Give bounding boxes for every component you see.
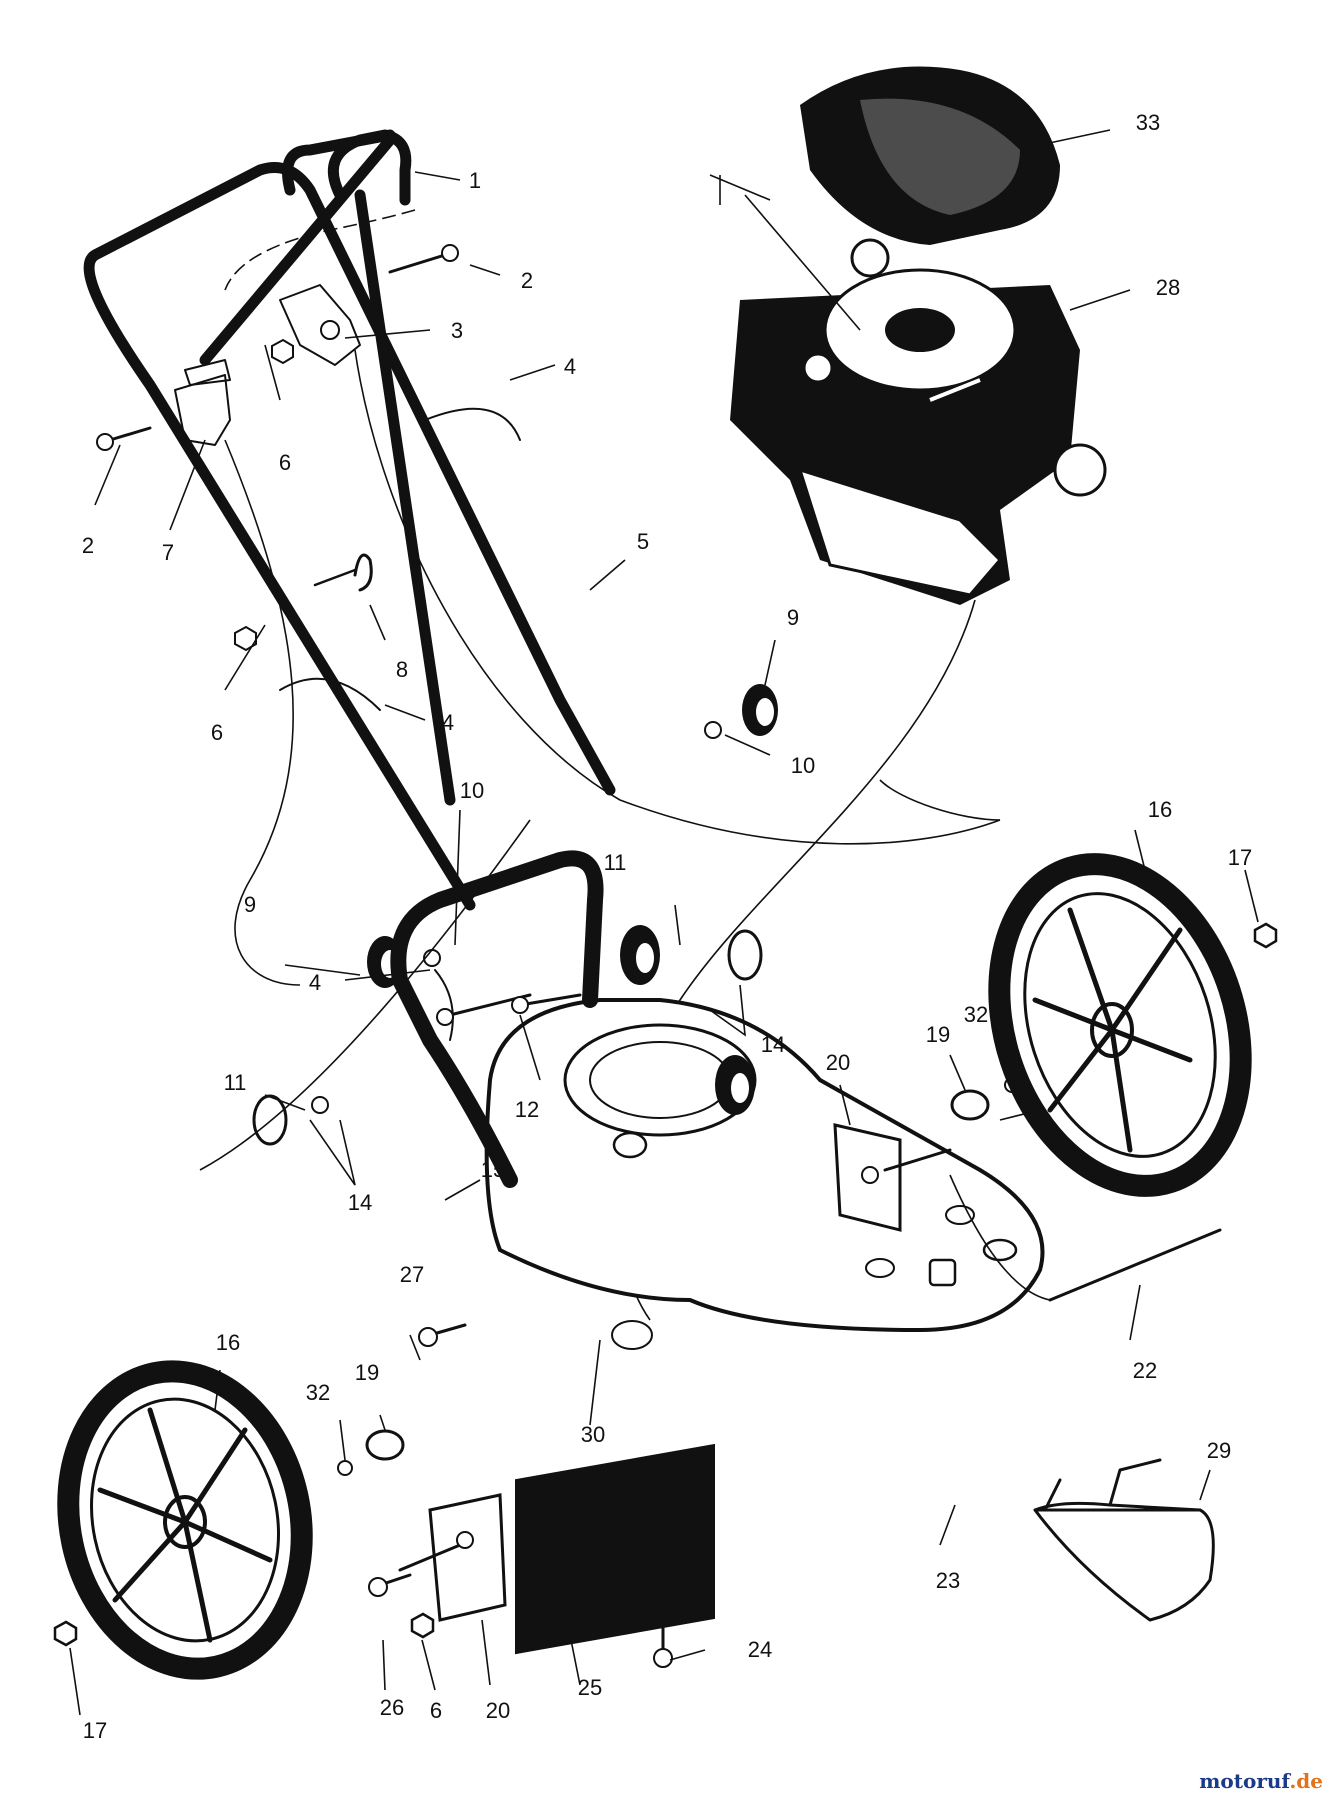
bail-control	[174, 359, 231, 446]
watermark-suffix: .de	[1289, 1769, 1323, 1793]
label-11-right: 11	[604, 850, 627, 875]
label-16-left: 16	[216, 1330, 240, 1355]
label-4-low: 4	[309, 970, 321, 995]
axle-rod	[1048, 1228, 1222, 1302]
control-cable	[224, 439, 301, 986]
label-30: 30	[581, 1422, 605, 1447]
left-knob-leader	[199, 819, 531, 1171]
hardware-upper	[96, 244, 521, 1041]
handle-leader-dashed	[224, 209, 416, 291]
label-1: 1	[469, 168, 481, 193]
axle-bracket-right	[833, 1123, 952, 1232]
leader-lines	[69, 129, 1259, 1716]
label-27: 27	[400, 1262, 424, 1287]
lower-handle-hardware	[252, 925, 763, 1146]
watermark: motoruf.de	[1199, 1769, 1323, 1794]
label-11-left: 11	[224, 1070, 247, 1095]
label-20-left: 20	[486, 1698, 510, 1723]
label-2-left: 2	[82, 533, 94, 558]
part-number-labels: 1 2 2 3 4 4 4 5 6 6 6 7 8 9 9 10 10 11 1…	[82, 110, 1252, 1743]
label-4-top: 4	[564, 354, 576, 379]
label-12: 12	[515, 1097, 539, 1122]
label-26: 26	[380, 1695, 404, 1720]
label-4-mid: 4	[442, 710, 454, 735]
deck	[484, 998, 1045, 1333]
label-14-right: 14	[761, 1032, 785, 1057]
spacer-left	[337, 1429, 405, 1476]
rear-flap	[515, 1443, 715, 1655]
axle-bracket-left	[398, 1493, 507, 1622]
wheel-left	[53, 1360, 313, 1680]
watermark-main: motoruf	[1199, 1769, 1290, 1793]
spark-plug-lead	[709, 174, 861, 331]
label-6-mid: 6	[211, 720, 223, 745]
label-19-left: 19	[355, 1360, 379, 1385]
hardware-lower	[368, 1320, 673, 1668]
cable-spring	[879, 779, 1001, 821]
label-10-right: 10	[791, 753, 815, 778]
label-2-top: 2	[521, 268, 533, 293]
label-32-right: 32	[964, 1002, 988, 1027]
label-8: 8	[396, 657, 408, 682]
label-10-left: 10	[460, 778, 484, 803]
label-5: 5	[637, 529, 649, 554]
label-3: 3	[451, 318, 463, 343]
label-6-top: 6	[279, 450, 291, 475]
label-7: 7	[162, 540, 174, 565]
label-32-left: 32	[306, 1380, 330, 1405]
label-14-left: 14	[348, 1190, 372, 1215]
label-33: 33	[1136, 110, 1160, 135]
label-22: 22	[1133, 1358, 1157, 1383]
label-29: 29	[1207, 1438, 1231, 1463]
label-17-left: 17	[83, 1718, 107, 1743]
label-24: 24	[748, 1637, 772, 1662]
label-9-right: 9	[787, 605, 799, 630]
lower-handle	[390, 850, 604, 1188]
label-17-right: 17	[1228, 845, 1252, 870]
throttle-cable	[354, 349, 1001, 845]
axle-rod-leader	[949, 1174, 1051, 1301]
label-23: 23	[936, 1568, 960, 1593]
label-28: 28	[1156, 275, 1180, 300]
safety-glasses	[1033, 1458, 1215, 1622]
engine-shroud	[800, 66, 1060, 246]
wheel-right	[988, 853, 1278, 1197]
label-9-left: 9	[244, 892, 256, 917]
label-6-low: 6	[430, 1698, 442, 1723]
engine	[730, 238, 1107, 605]
label-16-right: 16	[1148, 797, 1172, 822]
upper-handle	[83, 129, 616, 911]
label-15: 15	[481, 1157, 505, 1182]
label-19-right: 19	[926, 1022, 950, 1047]
label-25: 25	[578, 1675, 602, 1700]
label-20-right: 20	[826, 1050, 850, 1075]
throttle-control	[279, 284, 361, 366]
handle-knob-right	[704, 684, 778, 739]
